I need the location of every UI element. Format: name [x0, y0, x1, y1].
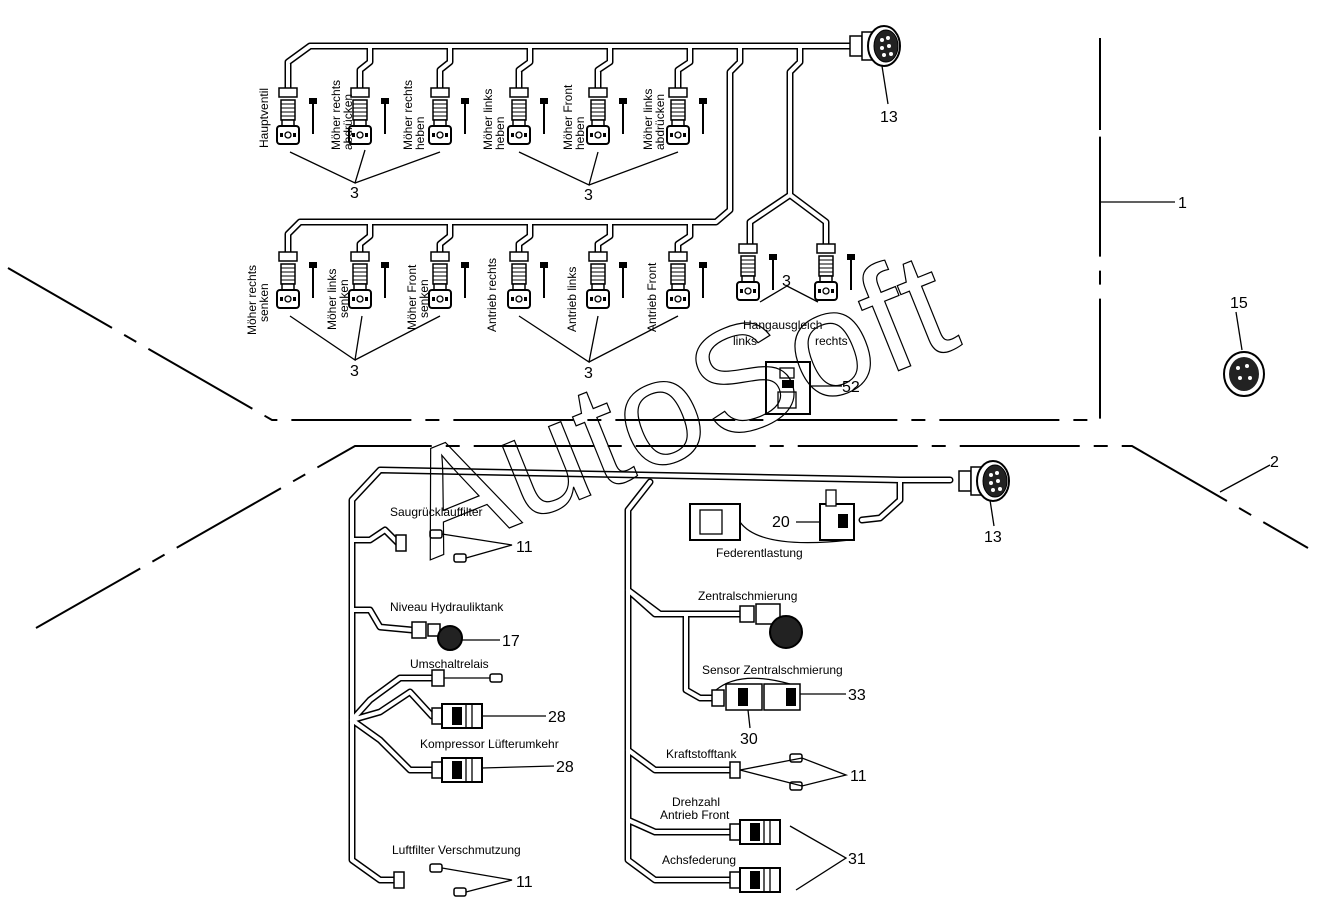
callout-31: 31	[848, 851, 866, 868]
label-kompressor-luefterumkehr: Kompressor Lüfterumkehr	[420, 737, 559, 751]
label-sensor-zentralschmierung: Sensor Zentralschmierung	[702, 663, 843, 677]
label-hauptventil: Hauptventil	[257, 88, 271, 148]
callout-13: 13	[984, 529, 1002, 546]
callout-3: 3	[584, 365, 593, 382]
label-moeher-links-heben-2: heben	[493, 117, 507, 150]
label-moeher-front-senken-1: Möher Front	[405, 264, 419, 330]
label-moeher-links-abdruecken-1: Möher links	[641, 89, 655, 150]
callout-11: 11	[516, 874, 533, 891]
callout-11: 11	[516, 539, 533, 556]
callout-52: 52	[842, 379, 860, 396]
label-moeher-front-senken-2: senken	[417, 279, 431, 318]
label-luftfilter-verschmutzung: Luftfilter Verschmutzung	[392, 843, 521, 857]
callout-33: 33	[848, 687, 866, 704]
upper-harness	[284, 25, 901, 256]
label-moeher-links-senken-2: senken	[337, 279, 351, 318]
label-hangausgleich: Hangausgleich	[743, 318, 822, 332]
label-antrieb-front-lower: Antrieb Front	[660, 808, 730, 822]
frame-lines	[7, 38, 1309, 629]
callout-3: 3	[350, 363, 359, 380]
label-moeher-rechts-senken-2: senken	[257, 283, 271, 322]
lower-harness	[348, 460, 1010, 884]
callout-15: 15	[1230, 295, 1248, 312]
horizontal-labels: Hangausgleich links rechts Saugrücklauff…	[390, 318, 848, 867]
label-zentralschmierung: Zentralschmierung	[698, 589, 797, 603]
label-moeher-links-abdruecken-2: abdrücken	[653, 94, 667, 150]
relay-52	[765, 361, 842, 415]
label-saugruecklauffilter: Saugrücklauffilter	[390, 505, 483, 519]
label-moeher-rechts-senken-1: Möher rechts	[245, 265, 259, 335]
label-federentlastung: Federentlastung	[716, 546, 803, 560]
label-links: links	[733, 334, 757, 348]
label-niveau-hydrauliktank: Niveau Hydrauliktank	[390, 600, 504, 614]
label-moeher-links-heben-1: Möher links	[481, 89, 495, 150]
callout-1: 1	[1178, 195, 1187, 212]
callout-17: 17	[502, 633, 520, 650]
callout-numbers: 1 2 3 3 3 3 3 11 11 11 13 13 15 17 20 28…	[350, 109, 1279, 891]
label-antrieb-links: Antrieb links	[565, 267, 579, 332]
label-achsfederung: Achsfederung	[662, 853, 736, 867]
callout-13: 13	[880, 109, 898, 126]
callout-3: 3	[782, 273, 791, 290]
label-moeher-rechts-heben-1: Möher rechts	[401, 80, 415, 150]
callout-30: 30	[740, 731, 758, 748]
round-connector-15	[1223, 351, 1265, 397]
label-moeher-front-heben-2: heben	[573, 117, 587, 150]
callout-11: 11	[850, 768, 867, 785]
label-moeher-links-senken-1: Möher links	[325, 269, 339, 330]
label-moeher-rechts-abdruecken-1: Möher rechts	[329, 80, 343, 150]
callout-3: 3	[350, 185, 359, 202]
callout-2: 2	[1270, 454, 1279, 471]
label-moeher-front-heben-1: Möher Front	[561, 84, 575, 150]
lower-connectors	[393, 489, 855, 897]
valve-labels-middle: Möher rechts senken Möher links senken M…	[245, 258, 659, 335]
callout-28: 28	[548, 709, 566, 726]
label-kraftstofftank: Kraftstofftank	[666, 747, 737, 761]
label-antrieb-front: Antrieb Front	[645, 262, 659, 332]
label-moeher-rechts-abdruecken-2: abdrücken	[341, 94, 355, 150]
callout-28: 28	[556, 759, 574, 776]
label-moeher-rechts-heben-2: heben	[413, 117, 427, 150]
label-rechts: rechts	[815, 334, 848, 348]
label-drehzahl: Drehzahl	[672, 795, 720, 809]
leader-lines-3	[289, 65, 1243, 364]
callout-20: 20	[772, 514, 790, 531]
label-umschaltrelais: Umschaltrelais	[410, 657, 489, 671]
callout-3: 3	[584, 187, 593, 204]
valve-labels-top: Hauptventil Möher rechts abdrücken Möher…	[257, 80, 667, 150]
label-antrieb-rechts: Antrieb rechts	[485, 258, 499, 332]
